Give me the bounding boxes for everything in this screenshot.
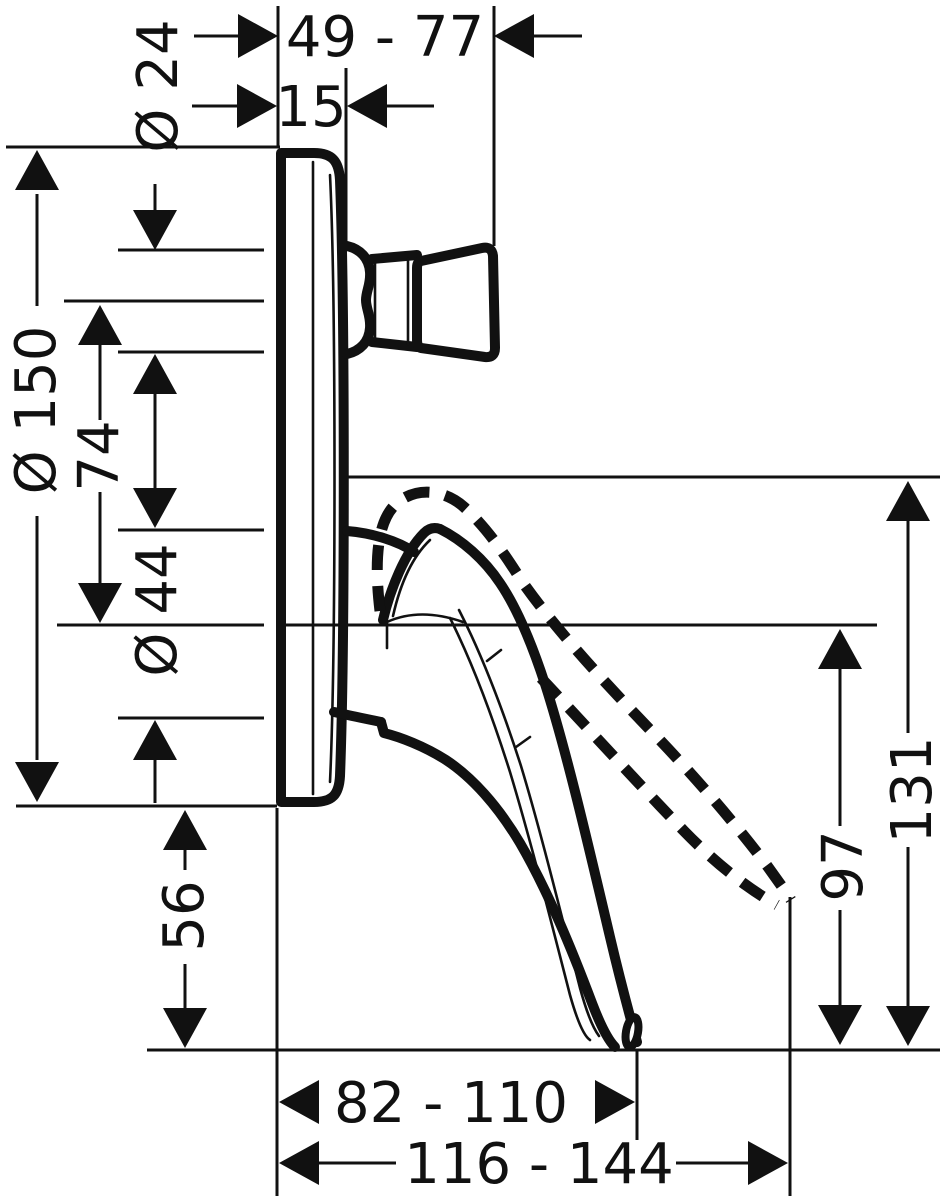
handle-tip-cap xyxy=(621,1013,643,1051)
handle-blade-contour-2 xyxy=(457,608,601,1038)
stub-sleeve-top-edge xyxy=(367,250,422,264)
handle-cap-front xyxy=(378,523,445,625)
handle-blade-contour-1 xyxy=(448,616,592,1042)
arrowhead xyxy=(237,84,277,128)
handle-dashed-lower-edge xyxy=(536,674,780,910)
dim-stub-projection: 49 - 77 xyxy=(194,5,582,70)
arrowhead xyxy=(133,720,177,760)
cartridge-stub xyxy=(342,241,500,363)
dimension-label: 15 xyxy=(275,75,346,140)
handle-blade-tick-2 xyxy=(514,735,532,749)
arrowhead xyxy=(133,488,177,528)
handle-blade-tick-1 xyxy=(485,648,503,663)
arrowhead xyxy=(818,629,862,669)
arrowhead xyxy=(494,14,534,58)
dim-handle-reach-min: 82 - 110 xyxy=(279,1071,635,1136)
dim-below-escutcheon: 56 xyxy=(152,810,217,1048)
dimension-label: Ø 24 xyxy=(126,19,191,152)
arrowhead xyxy=(15,150,59,190)
arrowhead xyxy=(238,14,278,58)
arrowhead xyxy=(886,1006,930,1046)
dimension-label: Ø 150 xyxy=(4,326,69,495)
arrowhead xyxy=(886,481,930,521)
dimension-label: 74 xyxy=(67,420,132,491)
handle-blade-top-edge xyxy=(435,524,642,1047)
dim-escutcheon-diameter: Ø 150 xyxy=(4,150,69,802)
dimension-label: 82 - 110 xyxy=(334,1071,568,1136)
handle-dashed-raised-position xyxy=(371,486,796,910)
arrowhead xyxy=(78,583,122,623)
extension-lines xyxy=(6,6,940,1196)
arrowhead xyxy=(78,305,122,345)
arrowhead xyxy=(163,1008,207,1048)
dimension-label: 131 xyxy=(880,737,945,844)
dim-handle-hub-diameter: Ø 44 xyxy=(125,488,190,803)
handle-cap-inner-line xyxy=(391,538,432,618)
dimension-label: 116 - 144 xyxy=(404,1132,674,1197)
stub-sleeve-bottom-edge xyxy=(367,337,422,352)
arrowhead xyxy=(133,210,177,250)
handle-hub-face-arc xyxy=(385,613,465,624)
escutcheon-plate xyxy=(276,148,349,807)
arrowhead xyxy=(595,1080,635,1124)
arrowhead xyxy=(163,810,207,850)
arrowhead xyxy=(279,1141,319,1185)
handle-dashed-upper-edge xyxy=(371,486,796,903)
arrowhead xyxy=(818,1005,862,1045)
dimension-label: 49 - 77 xyxy=(286,5,484,70)
dim-plate-front-offset: 15 xyxy=(192,75,434,140)
handle-solid xyxy=(329,523,643,1052)
arrowhead xyxy=(15,762,59,802)
dimension-label: Ø 44 xyxy=(125,543,190,676)
arrowhead xyxy=(133,354,177,394)
stub-hub-bulge xyxy=(342,241,376,359)
dim-handle-reach-max: 116 - 144 xyxy=(279,1132,788,1197)
stub-end-knob xyxy=(412,242,500,363)
dim-handle-raised-height: 131 xyxy=(880,481,945,1046)
arrowhead xyxy=(279,1080,319,1124)
dim-handle-axis-height: 97 xyxy=(811,629,876,1045)
dim-stub-to-handle-axis: 74 xyxy=(67,305,132,623)
dim-stub-diameter: Ø 24 xyxy=(126,19,191,488)
dimension-label: 56 xyxy=(152,880,217,951)
dimension-label: 97 xyxy=(811,830,876,901)
arrowhead xyxy=(347,84,387,128)
handle-blade-bottom-edge xyxy=(376,717,620,1052)
arrowhead xyxy=(748,1141,788,1185)
